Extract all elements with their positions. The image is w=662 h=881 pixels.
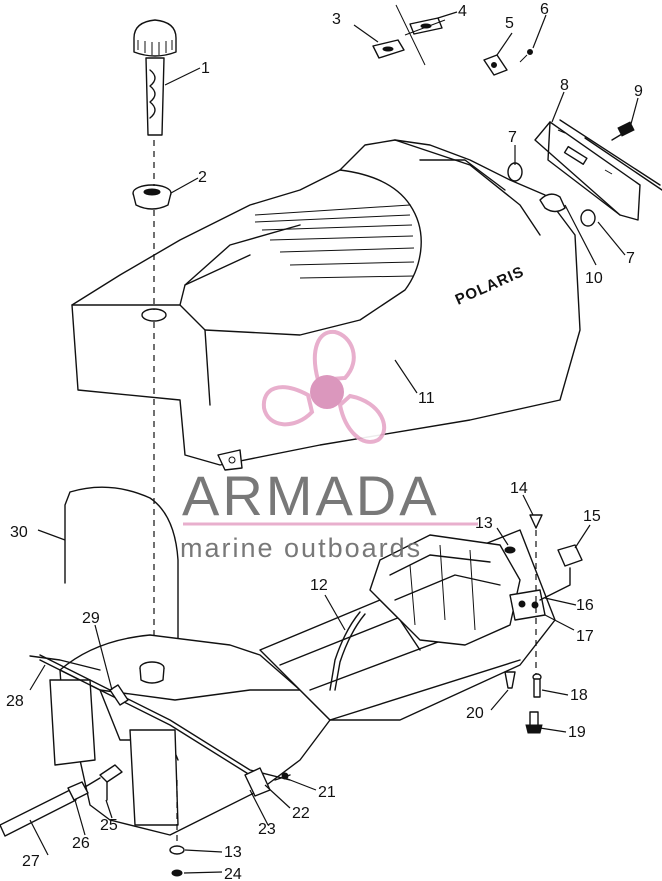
screw-14: [529, 514, 543, 529]
callout-19: 19: [568, 724, 586, 741]
rear-tank-cover: [64, 486, 179, 641]
callout-13-upper: 13: [475, 515, 493, 532]
watermark-title: ARMADA: [182, 464, 440, 527]
callout-25: 25: [100, 817, 118, 834]
bolt-19: [525, 711, 543, 734]
propeller-logo-icon: [261, 329, 387, 444]
bracket-5: [483, 54, 508, 76]
pin-18: [532, 673, 542, 698]
fuel-grommet: [132, 184, 172, 210]
fuel-cap-hole: [141, 308, 167, 322]
callout-27: 27: [22, 853, 40, 870]
strap-28: [29, 655, 101, 671]
callout-29: 29: [82, 610, 100, 627]
callout-7-lower: 7: [626, 250, 635, 267]
bulb-10: [539, 193, 566, 213]
watermark: ARMADA marine outboards: [180, 329, 478, 563]
callout-8: 8: [560, 77, 569, 94]
nut-24: [171, 869, 183, 877]
callout-18: 18: [570, 687, 588, 704]
fuel-cap: [133, 19, 177, 136]
fitting-25: [99, 764, 123, 801]
callout-15: 15: [583, 508, 601, 525]
callout-2: 2: [198, 169, 207, 186]
washer-13-upper: [504, 546, 516, 554]
callout-17: 17: [576, 628, 594, 645]
taillight-housing: [534, 119, 662, 221]
callout-10: 10: [585, 270, 603, 287]
callout-22: 22: [292, 805, 310, 822]
callout-30: 30: [10, 524, 28, 541]
washer-13-lower: [169, 845, 185, 855]
callout-23: 23: [258, 821, 276, 838]
screw-6: [527, 49, 533, 55]
fuel-line-26-27: [0, 777, 101, 837]
callout-16: 16: [576, 597, 594, 614]
callout-11: 11: [418, 390, 435, 407]
callout-4: 4: [458, 3, 467, 20]
seat-assembly: POLARIS: [71, 139, 581, 471]
callout-21: 21: [318, 784, 336, 801]
rivet-20: [504, 671, 516, 689]
propeller-hub: [310, 375, 344, 409]
callout-20: 20: [466, 705, 484, 722]
fitting-21-22-23: [244, 767, 291, 797]
callout-12: 12: [310, 577, 328, 594]
callout-28: 28: [6, 693, 24, 710]
callout-3: 3: [332, 11, 341, 28]
callout-24: 24: [224, 866, 242, 881]
screw-9: [611, 121, 635, 141]
callout-26: 26: [72, 835, 90, 852]
callout-labels: 1 2 3 4 5 6 7 7 8 9 10 11 12 13 13 14 15…: [6, 1, 643, 881]
propeller-blade-left: [261, 385, 315, 427]
watermark-subtitle: marine outboards: [180, 533, 422, 563]
propeller-blade-top: [312, 329, 356, 383]
grommet-7-upper: [507, 162, 523, 182]
propeller-blade-right: [337, 393, 387, 444]
leader-lines: [29, 11, 639, 874]
callout-14: 14: [510, 480, 528, 497]
bracket-15: [539, 544, 583, 601]
grommet-7-lower: [580, 209, 596, 227]
callout-13-lower: 13: [224, 844, 242, 861]
callout-7-upper: 7: [508, 129, 517, 146]
chassis-tunnel: [259, 529, 556, 721]
callout-6: 6: [540, 1, 549, 18]
callout-9: 9: [634, 83, 643, 100]
callout-1: 1: [201, 60, 210, 77]
callout-5: 5: [505, 15, 514, 32]
cover-30: [64, 486, 179, 641]
bracket-3: [372, 39, 405, 59]
seat-body: [71, 139, 581, 466]
